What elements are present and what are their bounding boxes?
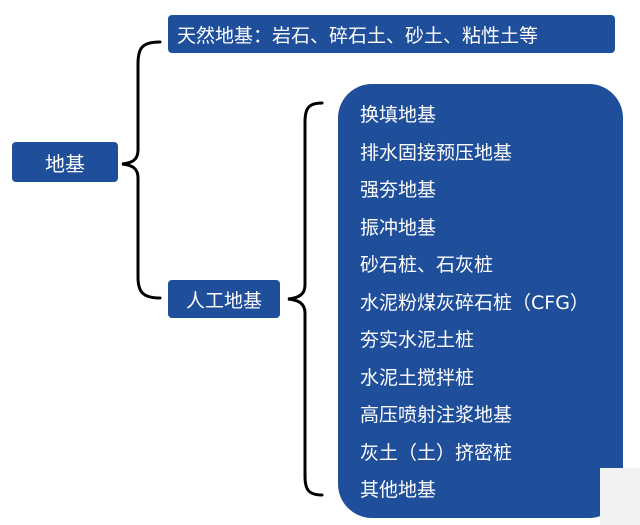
root-node-label: 地基 (45, 151, 85, 176)
method-item: 换填地基 (360, 104, 437, 126)
method-item: 其他地基 (360, 479, 437, 501)
method-item: 水泥粉煤灰碎石桩（CFG） (360, 291, 589, 314)
method-item: 砂石桩、石灰桩 (360, 254, 494, 276)
method-item: 排水固接预压地基 (360, 141, 513, 164)
method-item: 夯实水泥土桩 (360, 329, 475, 351)
method-item: 灰土（土）挤密桩 (360, 441, 513, 464)
root-node-foundation: 地基 (12, 142, 118, 182)
main-brace (121, 40, 162, 300)
corner-watermark-patch (600, 468, 640, 525)
method-item: 水泥土搅拌桩 (360, 366, 475, 389)
natural-foundation-node: 天然地基：岩石、碎石土、砂土、粘性土等 (168, 15, 615, 53)
methods-list: 换填地基 排水固接预压地基 强夯地基 振冲地基 砂石桩、石灰桩 水泥粉煤灰碎石桩… (360, 97, 623, 510)
method-item: 强夯地基 (360, 179, 437, 201)
methods-brace (287, 101, 324, 497)
artificial-methods-node: 换填地基 排水固接预压地基 强夯地基 振冲地基 砂石桩、石灰桩 水泥粉煤灰碎石桩… (338, 84, 623, 518)
method-item: 振冲地基 (360, 216, 437, 239)
artificial-foundation-node: 人工地基 (168, 280, 280, 318)
artificial-foundation-label: 人工地基 (185, 289, 262, 312)
natural-foundation-label: 天然地基：岩石、碎石土、砂土、粘性土等 (177, 24, 539, 47)
method-item: 高压喷射注浆地基 (360, 404, 513, 426)
